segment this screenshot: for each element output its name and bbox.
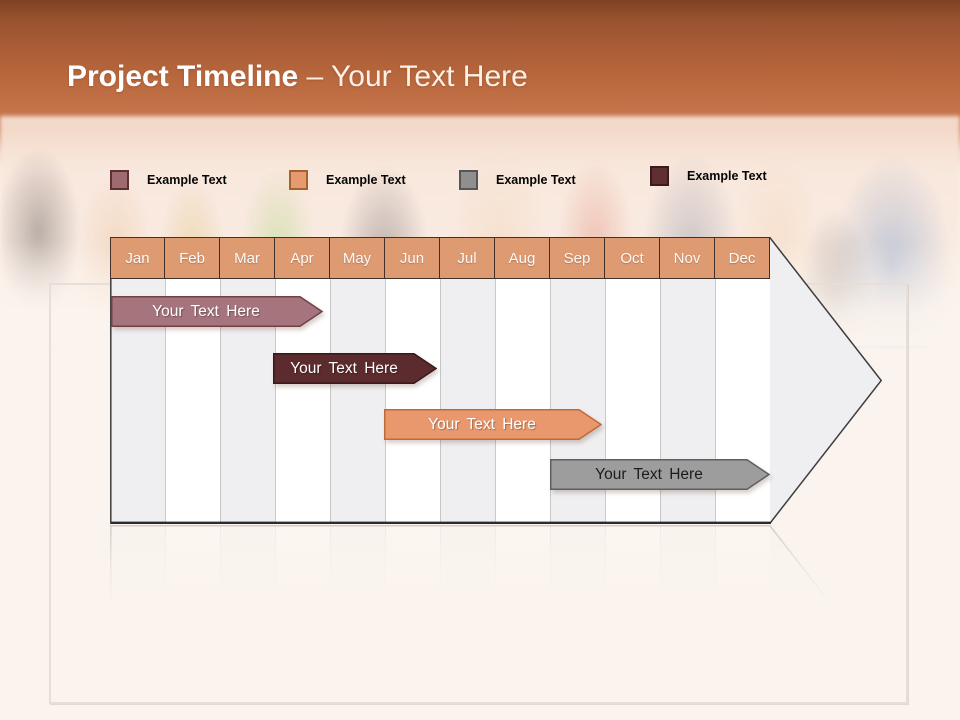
legend-label-3: Example Text: [496, 173, 576, 187]
timeline-bar-4: Your Text Here: [550, 459, 770, 490]
bar-label: Your Text Here: [290, 359, 398, 377]
page-title-bold: Project Timeline: [67, 60, 299, 93]
legend-swatch-4: [650, 166, 669, 186]
month-label: Dec: [728, 249, 756, 267]
legend-item-2: Example Text: [289, 168, 406, 192]
chart-reflection: [110, 525, 882, 621]
legend-label-1: Example Text: [147, 173, 227, 187]
month-cell-mar: Mar: [220, 237, 275, 279]
bar-arrow-shape: [111, 296, 323, 327]
legend-label-4: Example Text: [687, 169, 767, 183]
month-cell-feb: Feb: [165, 237, 220, 279]
month-cell-nov: Nov: [660, 237, 715, 279]
month-cell-jun: Jun: [385, 237, 440, 279]
legend-swatch-2: [289, 170, 308, 190]
bar-label: Your Text Here: [152, 302, 260, 320]
timeline-bar-1: Your Text Here: [111, 296, 323, 327]
month-label: Oct: [620, 249, 644, 267]
month-label: May: [342, 249, 372, 267]
timeline-bar-2: Your Text Here: [273, 353, 437, 384]
month-label: Nov: [673, 249, 701, 267]
month-cell-aug: Aug: [495, 237, 550, 279]
chart-reflection-fade: [110, 525, 882, 621]
bar-label: Your Text Here: [428, 415, 536, 433]
timeline-chart: Jan Feb Mar Apr May Jun Jul Aug Sep Oct …: [110, 237, 883, 524]
month-cell-may: May: [330, 237, 385, 279]
month-label: Apr: [290, 249, 314, 267]
month-cell-oct: Oct: [605, 237, 660, 279]
month-label: Jul: [457, 249, 477, 267]
month-label: Jun: [399, 249, 425, 267]
month-cell-jan: Jan: [110, 237, 165, 279]
month-cell-jul: Jul: [440, 237, 495, 279]
month-cell-sep: Sep: [550, 237, 605, 279]
page-title-light: – Your Text Here: [306, 60, 528, 93]
legend-swatch-3: [459, 170, 478, 190]
legend-swatch-1: [110, 170, 129, 190]
month-label: Jan: [125, 249, 150, 267]
month-label: Aug: [508, 249, 536, 267]
month-label: Mar: [234, 249, 260, 267]
month-cell-dec: Dec: [715, 237, 770, 279]
month-label: Sep: [563, 249, 591, 267]
legend-item-4: Example Text: [650, 164, 767, 188]
bar-arrow-shape: [384, 409, 602, 440]
legend-item-1: Example Text: [110, 168, 227, 192]
bar-arrow-shape: [550, 459, 770, 490]
month-label: Feb: [179, 249, 205, 267]
month-cell-apr: Apr: [275, 237, 330, 279]
month-header-row: Jan Feb Mar Apr May Jun Jul Aug Sep Oct …: [110, 237, 770, 279]
page-title: Project Timeline – Your Text Here: [67, 60, 528, 95]
legend-item-3: Example Text: [459, 168, 576, 192]
timeline-bar-3: Your Text Here: [384, 409, 602, 440]
bar-label: Your Text Here: [595, 465, 703, 483]
legend-label-2: Example Text: [326, 173, 406, 187]
bar-arrow-shape: [273, 353, 437, 384]
